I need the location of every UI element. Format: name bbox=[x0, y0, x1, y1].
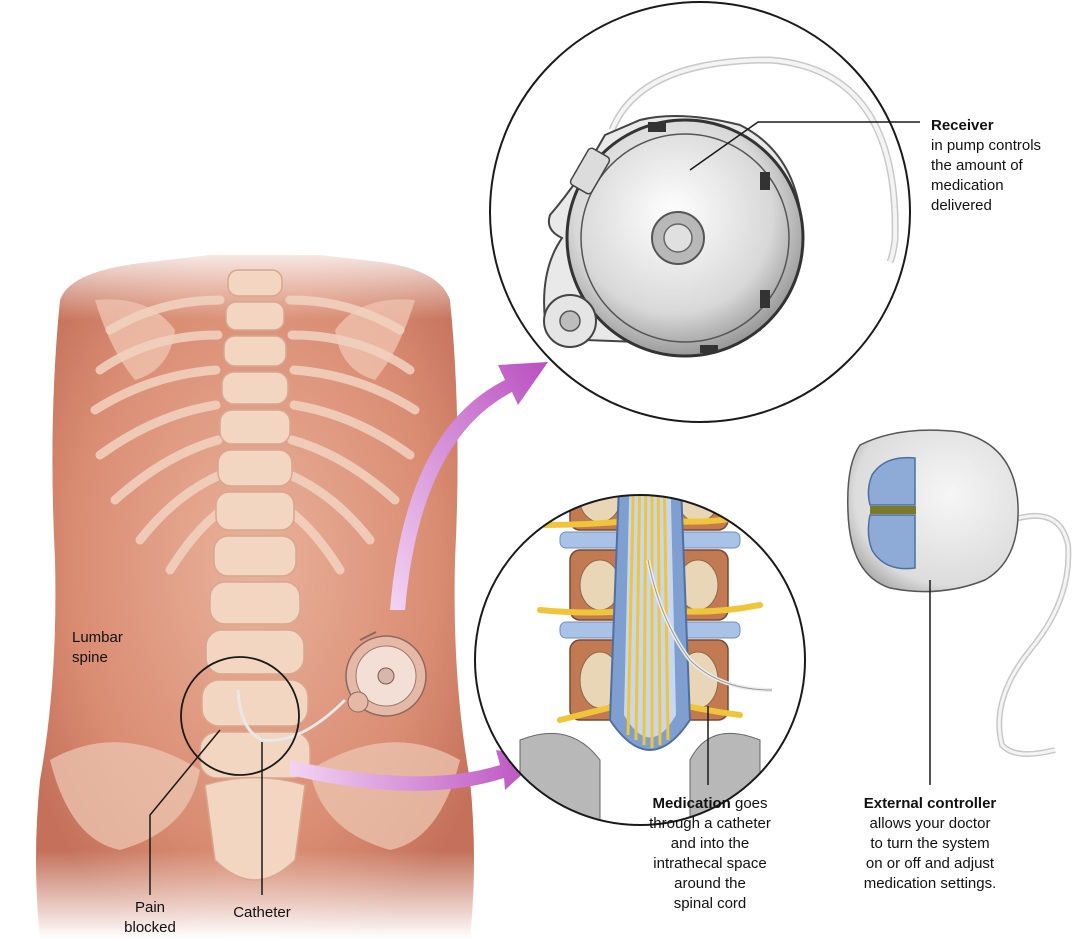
external-controller-line-2: to turn the system bbox=[870, 835, 990, 852]
external-controller-label: External controller allows your doctor t… bbox=[838, 794, 1022, 894]
medication-line-2: and into the bbox=[670, 835, 750, 852]
catheter-label: Catheter bbox=[233, 904, 291, 921]
spine-detail-circle bbox=[474, 494, 806, 826]
arrow-to-spine-detail bbox=[290, 750, 540, 791]
pump-detail-circle bbox=[489, 1, 911, 423]
medication-line-4: around the bbox=[674, 875, 746, 892]
receiver-line-4: delivered bbox=[931, 197, 992, 214]
external-controller bbox=[847, 429, 1072, 757]
external-controller-line-1: allows your doctor bbox=[869, 815, 991, 832]
medication-title: Medication bbox=[652, 795, 731, 812]
receiver-title: Receiver bbox=[931, 117, 994, 134]
medication-title-suffix: goes bbox=[730, 795, 768, 812]
implanted-pump bbox=[345, 631, 427, 717]
receiver-leader-line bbox=[689, 121, 920, 171]
medication-line-5: spinal cord bbox=[673, 895, 747, 912]
pain-blocked-line-2: blocked bbox=[124, 919, 176, 936]
lumbar-spine-line-2: spine bbox=[72, 649, 108, 666]
medication-label: Medication goes through a catheter and i… bbox=[625, 794, 795, 914]
external-controller-line-4: medication settings. bbox=[863, 875, 997, 892]
lumbar-spine-label: Lumbar spine bbox=[72, 628, 152, 668]
pain-blocked-leader-line bbox=[149, 729, 221, 895]
receiver-line-1: in pump controls bbox=[931, 137, 1042, 154]
lumbar-focus-circle bbox=[180, 656, 300, 776]
receiver-line-3: medication bbox=[931, 177, 1004, 194]
receiver-label: Receiver in pump controls the amount of … bbox=[931, 116, 1071, 216]
medication-line-1: through a catheter bbox=[649, 815, 771, 832]
medication-title-line: Medication goes bbox=[625, 794, 795, 814]
controller-upper-button bbox=[867, 456, 916, 506]
pain-blocked-line-1: Pain bbox=[134, 899, 166, 916]
external-controller-title: External controller bbox=[863, 795, 997, 812]
external-controller-line-3: on or off and adjust bbox=[865, 855, 995, 872]
receiver-line-2: the amount of bbox=[931, 157, 1023, 174]
lumbar-spine-line-1: Lumbar bbox=[72, 629, 123, 646]
arrow-to-pump-detail bbox=[390, 362, 548, 610]
medication-line-3: intrathecal space bbox=[653, 855, 767, 872]
torso-illustration bbox=[30, 240, 480, 939]
controller-lower-button bbox=[867, 514, 916, 570]
pain-blocked-label: Pain blocked bbox=[110, 898, 190, 938]
